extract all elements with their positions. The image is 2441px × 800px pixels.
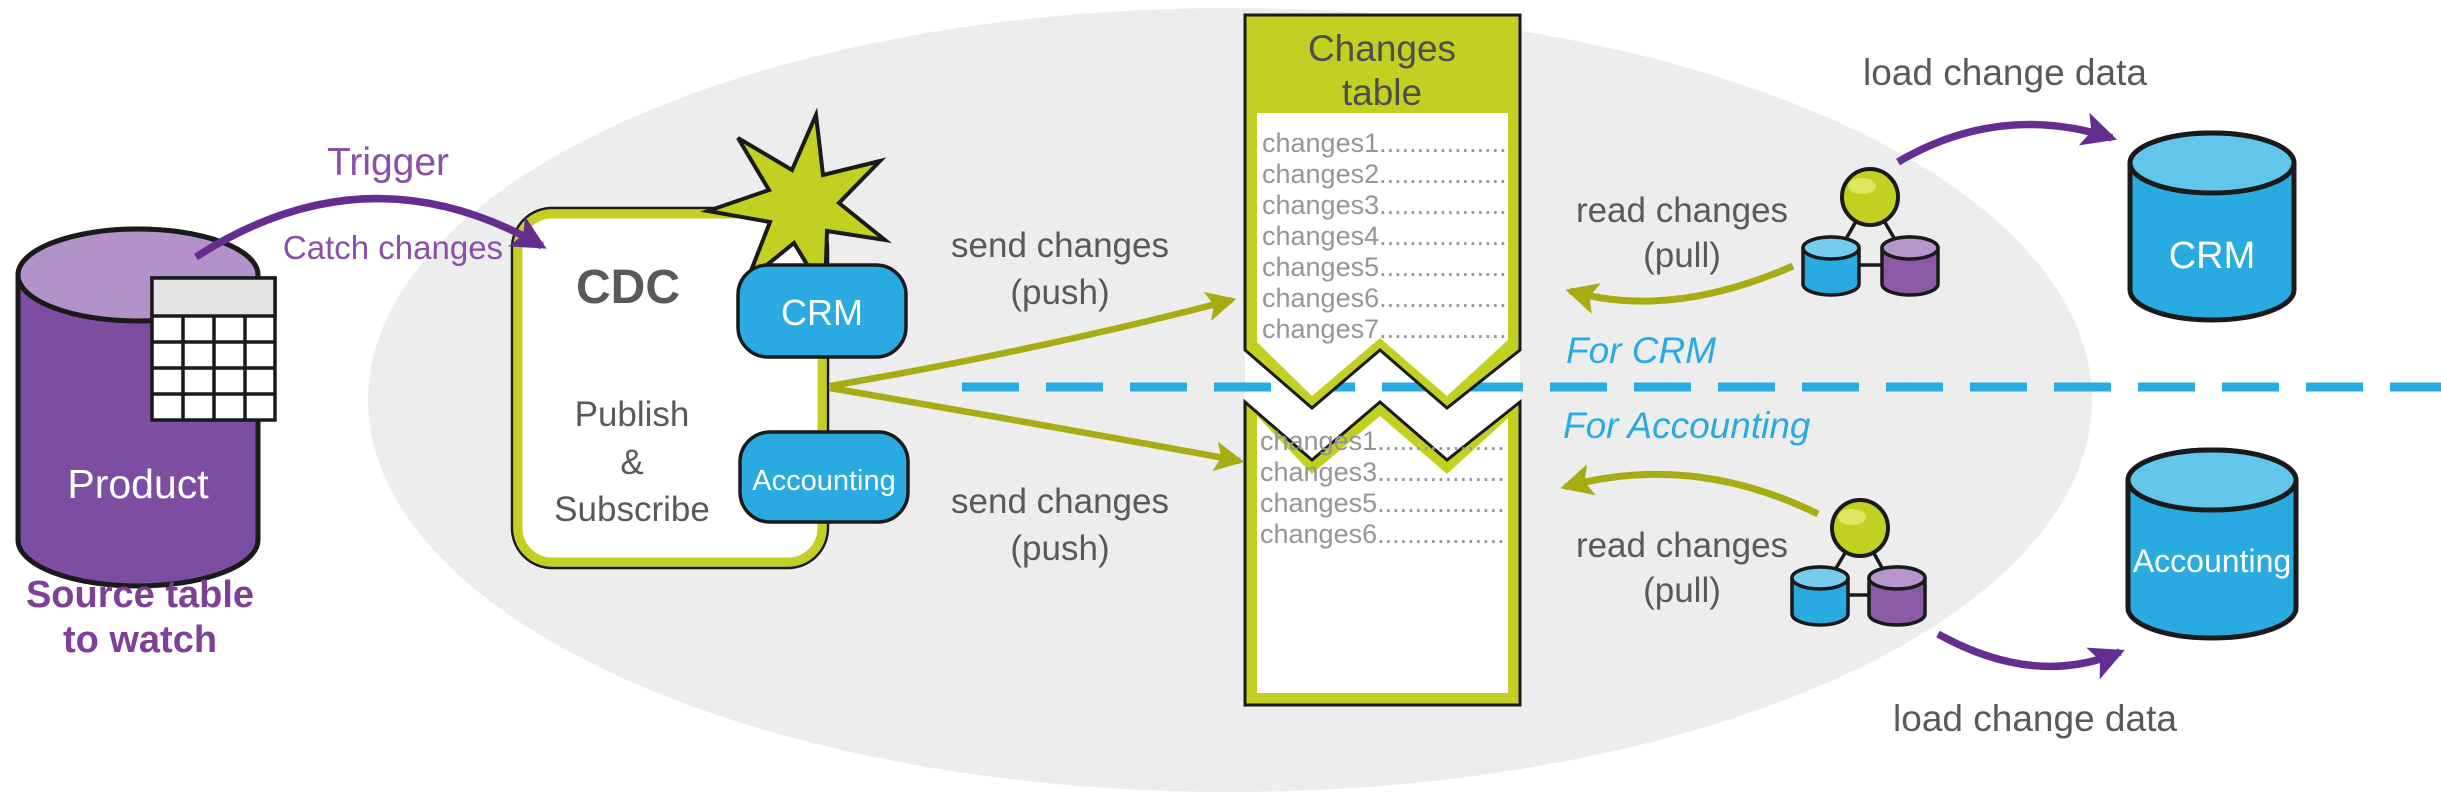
crm-database: CRM bbox=[2127, 130, 2297, 323]
changes-table-header-line2: table bbox=[1342, 72, 1422, 113]
send-push-arrow-crm bbox=[829, 291, 1237, 390]
load-change-data-bottom: load change data bbox=[1893, 698, 2177, 739]
read-changes-bottom-line2: (pull) bbox=[1643, 571, 1721, 610]
source-cylinder-label: Product bbox=[67, 461, 209, 507]
send-changes-bottom-line2: (push) bbox=[1010, 529, 1109, 568]
cdc-title: CDC bbox=[576, 261, 680, 314]
changes-table-header-line1: Changes bbox=[1308, 28, 1456, 69]
agent-sphere bbox=[1840, 167, 1900, 227]
load-change-data-top: load change data bbox=[1863, 52, 2147, 93]
crm-badge-label: CRM bbox=[781, 292, 863, 333]
send-push-arrow-accounting bbox=[829, 384, 1245, 472]
cdc-line3: Subscribe bbox=[554, 490, 710, 529]
read-changes-top-line2: (pull) bbox=[1643, 236, 1721, 275]
load-arrow-crm bbox=[1896, 112, 2117, 166]
table-row: changes6................. bbox=[1262, 283, 1507, 313]
send-changes-top-line2: (push) bbox=[1010, 273, 1109, 312]
read-changes-bottom-line1: read changes bbox=[1576, 526, 1788, 565]
changes-table-upper-body bbox=[1257, 113, 1508, 396]
source-caption-line1: Source table bbox=[26, 574, 254, 616]
accounting-database: Accounting bbox=[2125, 447, 2299, 641]
etl-agent-icon-crm bbox=[1801, 167, 1940, 297]
load-arrow-accounting bbox=[1936, 630, 2125, 680]
lane-label-for-crm: For CRM bbox=[1566, 330, 1716, 371]
crm-badge: CRM bbox=[736, 263, 908, 359]
lane-label-for-accounting: For Accounting bbox=[1563, 405, 1811, 446]
star-burst-icon bbox=[700, 107, 893, 301]
send-changes-top-line1: send changes bbox=[951, 226, 1169, 265]
crm-cylinder-label: CRM bbox=[2169, 235, 2256, 277]
agent-sphere bbox=[1830, 498, 1890, 558]
read-changes-top-line1: read changes bbox=[1576, 191, 1788, 230]
cdc-line1: Publish bbox=[575, 395, 690, 434]
table-row: changes5................. bbox=[1260, 488, 1505, 518]
table-row: changes3................. bbox=[1262, 190, 1507, 220]
table-row: changes1................. bbox=[1262, 128, 1507, 158]
etl-agent-icon-accounting bbox=[1790, 498, 1927, 627]
accounting-cylinder-label: Accounting bbox=[2133, 543, 2291, 579]
changes-table-lower: changes1................. changes3......… bbox=[1243, 398, 1522, 707]
read-pull-arrow-accounting bbox=[1560, 464, 1820, 518]
changes-table-upper: Changes table changes1................. … bbox=[1243, 13, 1522, 410]
trigger-arrow bbox=[193, 194, 547, 261]
table-row: changes5................. bbox=[1262, 252, 1507, 282]
catch-changes-label: Catch changes bbox=[283, 229, 503, 266]
cdc-box-outer-outline bbox=[510, 206, 830, 570]
cdc-line2: & bbox=[620, 443, 643, 482]
table-row: changes7................. bbox=[1262, 314, 1507, 344]
crm-cylinder-top bbox=[2127, 130, 2297, 196]
table-row: changes3................. bbox=[1260, 457, 1505, 487]
table-row: changes6................. bbox=[1260, 519, 1505, 549]
changes-table-lower-body bbox=[1257, 416, 1508, 693]
accounting-badge-label: Accounting bbox=[752, 465, 896, 497]
accounting-cylinder-top bbox=[2125, 447, 2299, 513]
table-tear-gap bbox=[1245, 350, 1520, 460]
table-row: changes4................. bbox=[1262, 221, 1507, 251]
read-pull-arrow-crm bbox=[1565, 262, 1795, 315]
source-caption-line2: to watch bbox=[63, 619, 217, 661]
trigger-label: Trigger bbox=[327, 141, 449, 184]
source-table-icon bbox=[150, 276, 277, 422]
table-row: changes1................. bbox=[1260, 426, 1505, 456]
send-changes-bottom-line1: send changes bbox=[951, 482, 1169, 521]
accounting-badge: Accounting bbox=[738, 430, 910, 524]
table-row: changes2................. bbox=[1262, 159, 1507, 189]
